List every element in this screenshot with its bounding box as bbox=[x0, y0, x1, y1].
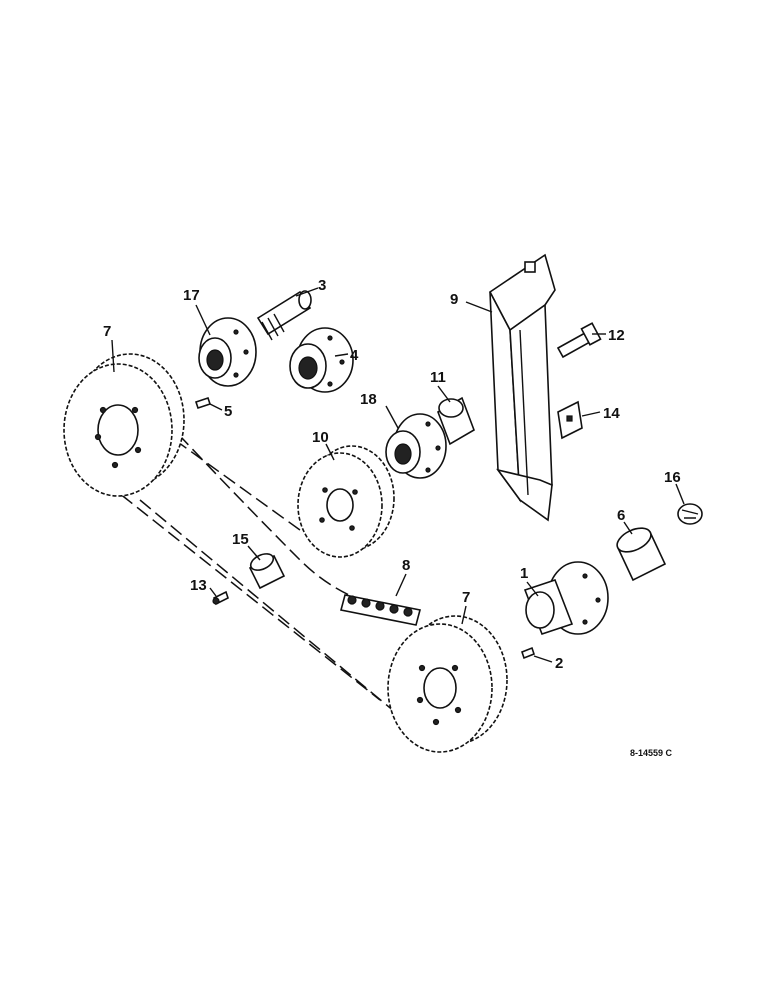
hub-17 bbox=[198, 317, 257, 387]
bushing-11 bbox=[437, 396, 475, 446]
callout-14: 14 bbox=[603, 405, 620, 422]
sprocket-middle bbox=[297, 445, 395, 558]
callout-10: 10 bbox=[312, 429, 329, 446]
callout-13: 13 bbox=[190, 577, 207, 594]
callout-5: 5 bbox=[224, 403, 232, 420]
callout-1: 1 bbox=[520, 565, 528, 582]
pin-5 bbox=[194, 396, 212, 410]
hub-4 bbox=[289, 327, 354, 393]
nut-16 bbox=[677, 503, 703, 525]
callout-11: 11 bbox=[430, 369, 446, 386]
callout-12: 12 bbox=[608, 327, 625, 344]
hub-18 bbox=[385, 413, 447, 479]
plate-14 bbox=[557, 400, 583, 440]
drawing-reference: 8-14559 C bbox=[630, 748, 673, 758]
callout-6: 6 bbox=[617, 507, 625, 524]
hub-1 bbox=[523, 561, 609, 636]
leader-lines bbox=[111, 287, 685, 663]
bolt-12 bbox=[556, 322, 602, 359]
sprocket-left bbox=[63, 353, 185, 497]
callout-2: 2 bbox=[555, 655, 563, 672]
bracket-9 bbox=[488, 253, 556, 522]
callout-labels: 7 17 3 4 5 18 11 9 12 14 10 16 6 15 8 1 … bbox=[103, 277, 681, 672]
sprocket-right bbox=[387, 615, 508, 753]
chain-link-8 bbox=[340, 594, 421, 626]
callout-18: 18 bbox=[360, 391, 377, 408]
callout-17: 17 bbox=[183, 287, 200, 304]
spacer-6 bbox=[616, 527, 667, 582]
callout-15: 15 bbox=[232, 531, 249, 548]
callout-8: 8 bbox=[402, 557, 410, 574]
spacer-15 bbox=[248, 553, 286, 590]
callout-16: 16 bbox=[664, 469, 681, 486]
shaft-3 bbox=[256, 290, 312, 341]
callout-4: 4 bbox=[350, 347, 359, 364]
callout-3: 3 bbox=[318, 277, 326, 294]
callout-9: 9 bbox=[450, 291, 458, 308]
callout-7-left: 7 bbox=[103, 323, 111, 340]
callout-7-right: 7 bbox=[462, 589, 470, 606]
bolt-13 bbox=[212, 590, 229, 606]
pin-2 bbox=[521, 646, 535, 660]
